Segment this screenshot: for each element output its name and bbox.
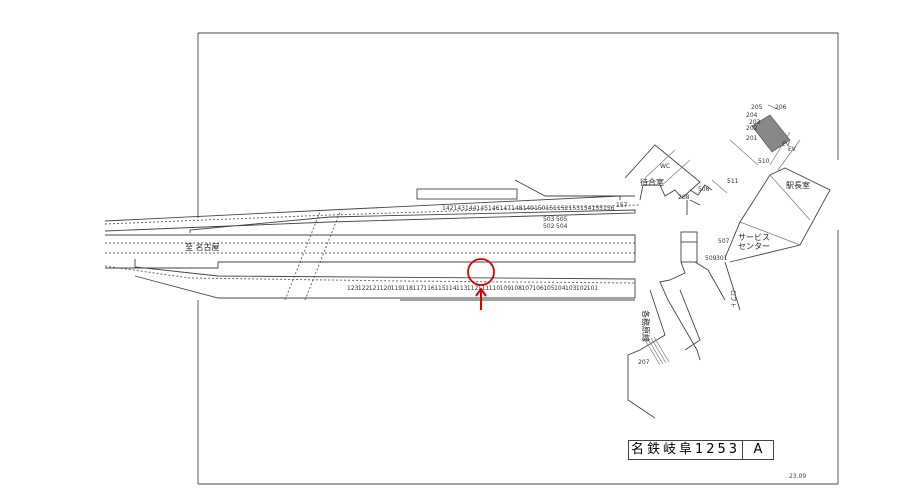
lower-platform-label: 105 (543, 285, 555, 292)
middle-label: 502 (543, 223, 555, 230)
lower-platform-label: 101 (587, 285, 599, 292)
upper-platform-label: 149 (523, 205, 535, 212)
concourse-label: 203 (749, 119, 761, 126)
concourse-label: 205 (751, 104, 763, 111)
lower-platform-label: 113 (456, 285, 468, 292)
lower-platform-label: 123 (347, 285, 359, 292)
tracks (104, 204, 641, 301)
upper-platform-label: 152 (557, 205, 569, 212)
concourse-label: 509 (705, 255, 717, 262)
upper-platform-label: 156 (603, 205, 615, 212)
lower-platform-label: 114 (445, 285, 457, 292)
lower-platform-label: 121 (369, 285, 381, 292)
loft-label: ロフト (729, 290, 736, 308)
concourse-label: 301 (716, 255, 728, 262)
stairs-lower (644, 336, 670, 366)
concourse-label: 202 (746, 125, 758, 132)
concourse-label: 507 (718, 238, 730, 245)
lower-platform-label: 117 (412, 285, 424, 292)
lower-platform-label: 107 (521, 285, 533, 292)
lower-platform-label: 109 (500, 285, 512, 292)
lower-platform-label: 120 (380, 285, 392, 292)
highlight-arrow-icon (475, 287, 487, 310)
upper-platform-label: 144 (465, 205, 477, 212)
upper-platform-label: 155 (592, 205, 604, 212)
lower-platform-label: 122 (358, 285, 370, 292)
station-master-room-label: 駅長室 (786, 180, 810, 190)
title-suffix: A (753, 442, 763, 457)
upper-platform-label: 146 (488, 205, 500, 212)
lower-platform-label: 103 (565, 285, 577, 292)
station-title: 名鉄岐阜1253 (629, 441, 743, 459)
upper-platform-label: 148 (511, 205, 523, 212)
concourse-label: 207 (638, 359, 650, 366)
upper-platform-label: 142 (442, 205, 454, 212)
upper-platform-label: 153 (569, 205, 581, 212)
title-box: 名鉄岐阜1253 A (628, 440, 774, 460)
elevator-label-1: EV (782, 141, 791, 148)
lower-platform-label: 119 (391, 285, 403, 292)
upper-end-label: 157 (616, 202, 628, 209)
lower-platform-label: 118 (402, 285, 414, 292)
concourse-label: 206 (775, 104, 787, 111)
waiting-room-label: 待合室 (640, 177, 664, 187)
upper-platform-label: 145 (477, 205, 489, 212)
revision-label: 23.09 (789, 473, 807, 480)
elevator-label-2: EV (788, 146, 797, 153)
map-frame (197, 32, 839, 485)
platforms (104, 179, 636, 301)
lower-platform-label: 104 (554, 285, 566, 292)
lower-platform-label: 108 (511, 285, 523, 292)
lower-platform-label: 102 (576, 285, 588, 292)
concourse-label: 208 (678, 194, 690, 201)
concourse-label: 510 (758, 158, 770, 165)
upper-platform-label: 150 (534, 205, 546, 212)
middle-label: 504 (556, 223, 568, 230)
concourse-label: 511 (727, 178, 739, 185)
lower-platform-label: 115 (434, 285, 446, 292)
upper-platform-label: 151 (546, 205, 558, 212)
toilet-label: WC (660, 163, 670, 170)
service-center-label-2: センター (738, 242, 770, 251)
direction-label: 至 名古屋 (185, 242, 220, 252)
service-center-label-1: サービス (738, 233, 770, 242)
concourse (624, 104, 831, 419)
lower-platform-label: 116 (423, 285, 435, 292)
concourse-label: 508 (698, 186, 710, 193)
lower-platform-label: 112 (467, 285, 479, 292)
upper-platform-label: 147 (500, 205, 512, 212)
lower-platform-label: 106 (532, 285, 544, 292)
middle-label: 505 (556, 216, 568, 223)
lower-platform-label: 110 (489, 285, 501, 292)
concourse-label: 204 (746, 112, 758, 119)
upper-platform-label: 143 (454, 205, 466, 212)
concourse-label: 201 (746, 135, 758, 142)
upper-platform-label: 154 (580, 205, 592, 212)
lower-platform-label: 111 (478, 285, 490, 292)
middle-label: 503 (543, 216, 555, 223)
line-label: 各務原線 (641, 310, 651, 342)
stairs-upper (751, 114, 791, 153)
highlight-circle (467, 258, 495, 286)
